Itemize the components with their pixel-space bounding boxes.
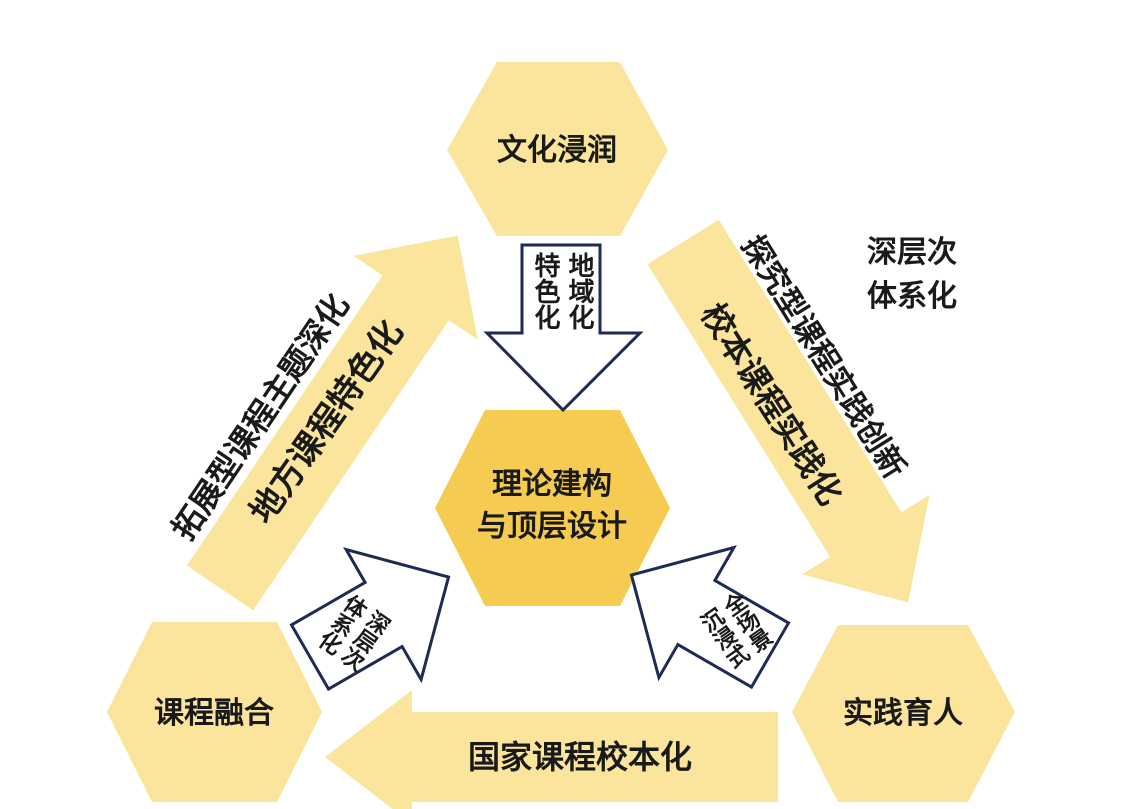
hexagon-practice	[792, 625, 1015, 802]
right-small-arrow: 全场景 沉浸式	[629, 545, 791, 690]
node-label-bottom-right: 实践育人	[843, 696, 963, 731]
node-label-top: 文化浸润	[497, 133, 617, 168]
hexagon-culture	[447, 62, 668, 236]
side-note-line2: 体系化	[867, 279, 957, 314]
node-label-center-2: 与顶层设计	[477, 509, 627, 544]
left-small-arrow: 深层次 体系化	[289, 547, 451, 692]
bottom-arrow-label: 国家课程校本化	[468, 738, 692, 776]
left-big-arrow	[186, 235, 478, 611]
node-label-bottom-left: 课程融合	[154, 696, 274, 731]
hexagon-integration	[107, 622, 322, 802]
top-arrow-col2: 特色化	[530, 251, 560, 330]
top-arrow-col1: 地域化	[564, 252, 594, 330]
right-big-arrow	[647, 219, 930, 603]
side-note-line1: 深层次	[867, 235, 957, 270]
node-label-center-1: 理论建构	[492, 467, 612, 502]
top-down-arrow: 地域化 特色化	[483, 243, 644, 413]
hexagon-center	[435, 410, 670, 606]
bottom-big-arrow	[325, 690, 778, 809]
